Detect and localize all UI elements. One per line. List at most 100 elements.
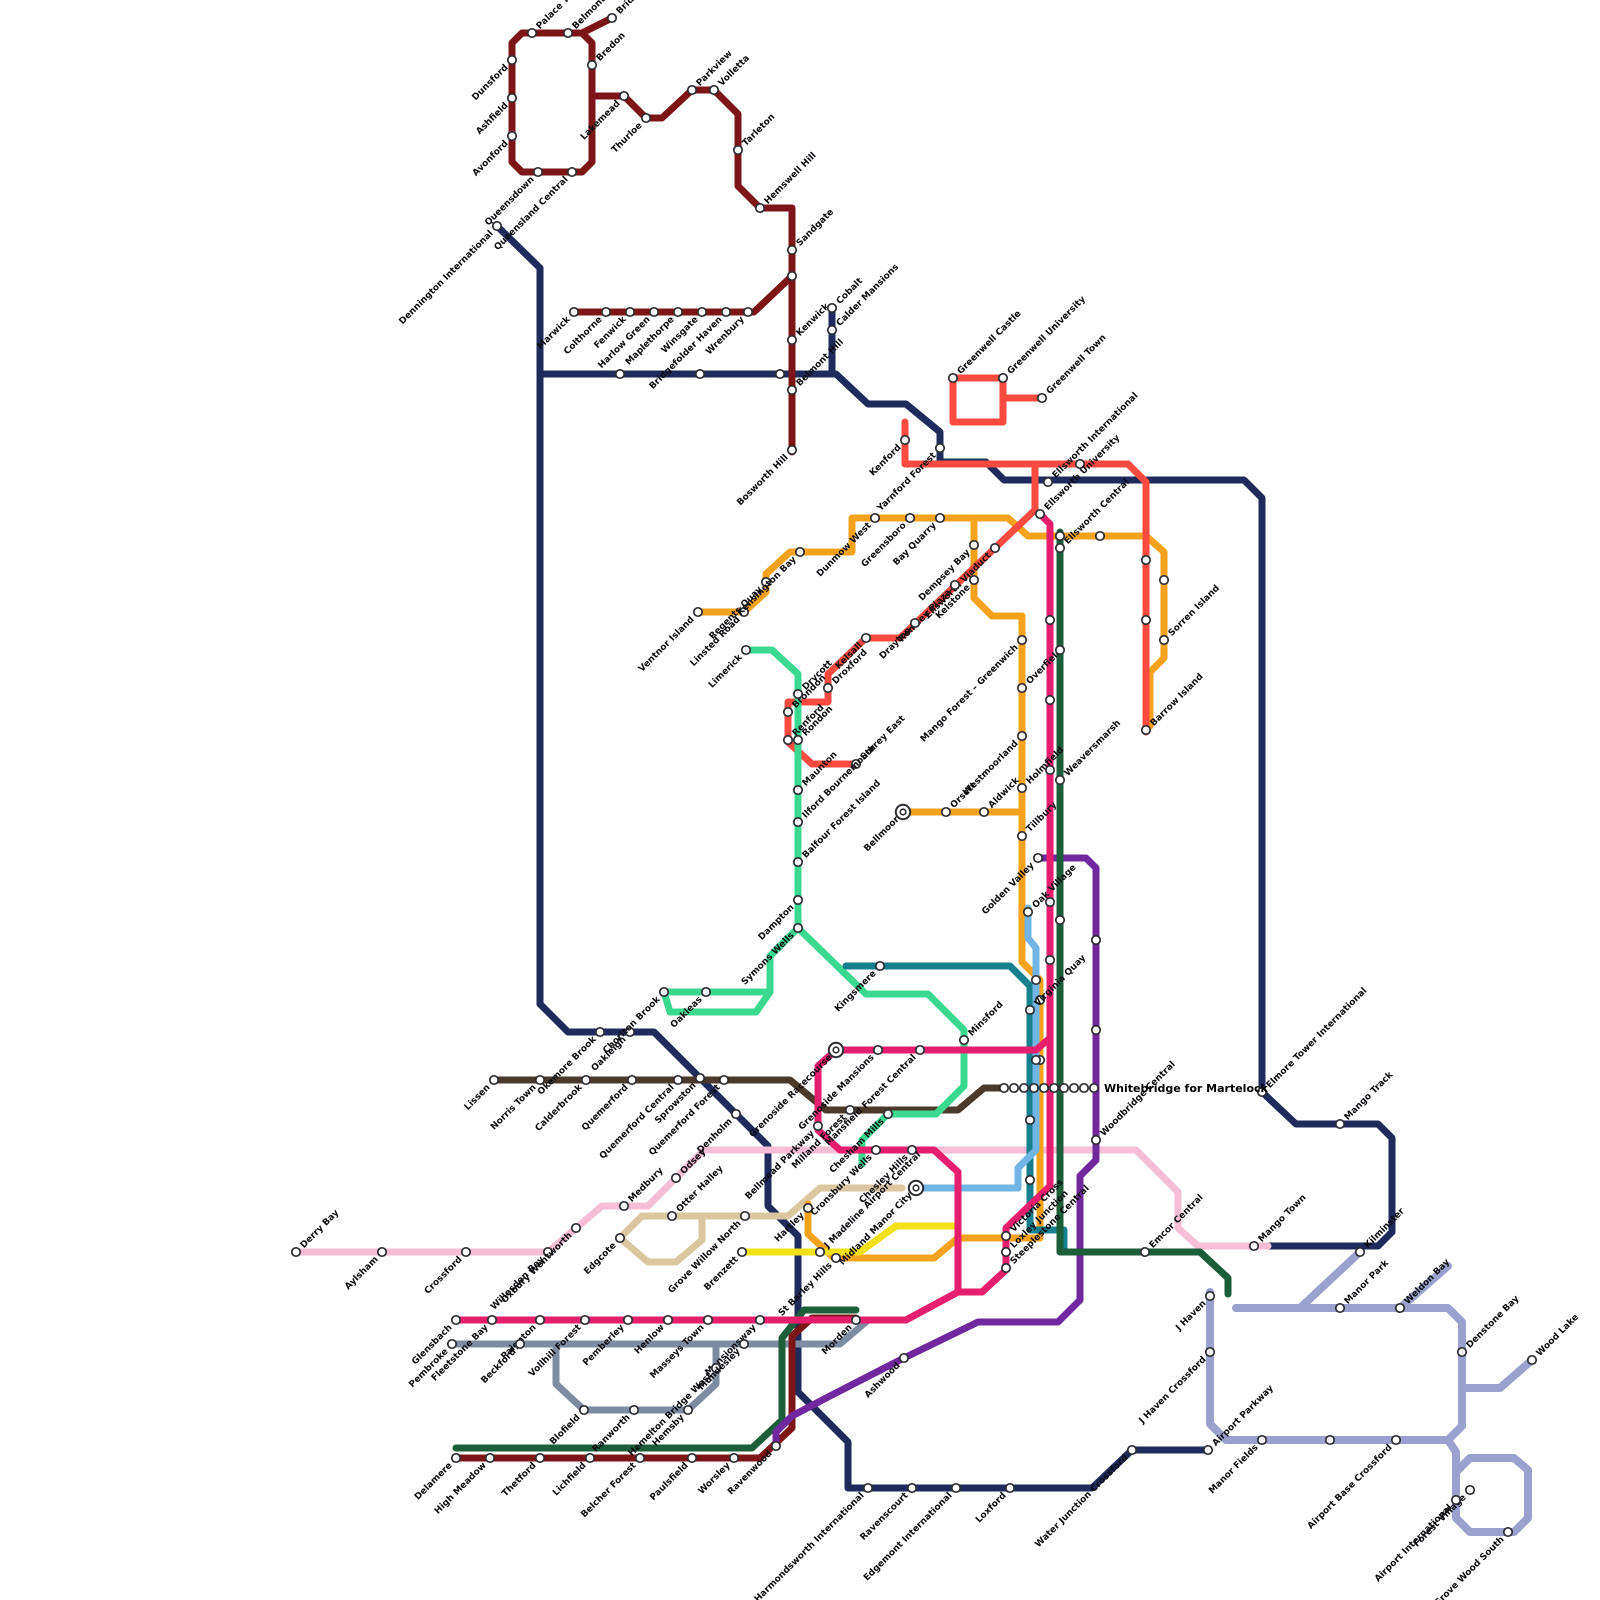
station-dot	[1390, 1434, 1402, 1446]
station: Thurloe	[610, 112, 652, 155]
station-label: Weaversmarsh	[1063, 718, 1123, 778]
station-dot	[1456, 1346, 1468, 1358]
station-dot	[1044, 954, 1056, 966]
station-dot	[1090, 1134, 1102, 1146]
station-dot	[1044, 764, 1056, 776]
line-lavender-woodlake	[1458, 1356, 1536, 1392]
station-dot	[1016, 782, 1028, 794]
line-maroon-spur	[578, 14, 616, 37]
station-label: Kenwick	[795, 301, 833, 339]
station-label: Minsford	[967, 1000, 1006, 1039]
station	[1054, 914, 1066, 926]
station-dot	[626, 1074, 638, 1086]
line-mint-central	[794, 924, 968, 1168]
station	[1028, 1082, 1040, 1094]
station-dot	[792, 922, 804, 934]
station	[1074, 458, 1086, 470]
station-label: Oxbury Wentworth	[500, 1231, 575, 1306]
station-dot	[584, 1452, 596, 1464]
line-purple-main	[772, 854, 1100, 1450]
station: High Meadow	[433, 1452, 496, 1516]
station-dot	[1044, 614, 1056, 626]
line-orange-main	[694, 514, 1168, 730]
station-dot	[1256, 1086, 1268, 1098]
line-maroon-branch	[570, 272, 796, 316]
line-teal-main	[842, 962, 1068, 1256]
station	[1058, 1082, 1070, 1094]
station-dot	[850, 1314, 862, 1326]
station: Water Junction Crossford	[1034, 1444, 1138, 1550]
station: Woodbridge Central	[1090, 1060, 1178, 1146]
station-dot	[450, 1314, 462, 1326]
station: Harmondsworth International	[753, 1482, 874, 1600]
station-dot	[786, 244, 798, 256]
station-dot	[506, 92, 518, 104]
station-dot	[904, 512, 916, 524]
station-dot	[1024, 1004, 1036, 1016]
station-inner-ring	[832, 1046, 840, 1054]
line-lavender-airport	[1444, 1436, 1532, 1536]
station: Quemerford Central	[598, 1074, 684, 1161]
station-dot	[1008, 1082, 1020, 1094]
station-label: Odsey	[679, 1147, 708, 1176]
station-dot	[742, 306, 754, 318]
station: Blofield	[548, 1404, 590, 1447]
station-dot	[786, 384, 798, 396]
station-dot	[997, 372, 1009, 384]
station-label: Grove Wood South	[1433, 1535, 1507, 1600]
station-dot	[738, 606, 750, 618]
station: Golden Valley	[980, 852, 1044, 917]
station: Elmore Tower International	[1256, 986, 1369, 1098]
station: Hemswell Hill	[754, 151, 819, 214]
station-dot	[506, 130, 518, 142]
station	[694, 368, 706, 380]
station-dot	[710, 1362, 722, 1374]
station: Minsford	[958, 1000, 1006, 1046]
station-dot	[694, 368, 706, 380]
station-dot	[814, 1246, 826, 1258]
station-label: Edgemont International	[862, 1491, 954, 1583]
station-label: Ashfield	[474, 101, 510, 137]
station-label: Ventnor Island	[637, 615, 697, 675]
station: Denstone Bay	[1456, 1294, 1521, 1358]
station-dot	[624, 306, 636, 318]
station-label: Airport International	[1373, 1503, 1454, 1584]
station-dot	[1022, 906, 1034, 918]
station	[1090, 934, 1102, 946]
station: Chorlton Brook	[601, 986, 670, 1056]
station-dot	[1140, 614, 1152, 626]
station-dot	[1090, 934, 1102, 946]
station-dot	[606, 12, 618, 24]
station-dot	[740, 644, 752, 656]
station-dot	[1204, 1290, 1216, 1302]
station-dot	[1074, 458, 1086, 470]
station	[1324, 1434, 1336, 1446]
station-dot	[754, 202, 766, 214]
station-dot	[488, 1074, 500, 1086]
station-label: Belmont Hill	[795, 337, 846, 388]
station-dot	[906, 1144, 918, 1156]
station-dot	[739, 1210, 751, 1222]
station-dot	[830, 1252, 842, 1264]
station-dot	[672, 306, 684, 318]
line-lavender-kilminster	[1296, 1248, 1364, 1312]
station-dot	[1394, 1302, 1406, 1314]
station-dot	[526, 27, 538, 39]
station-dot	[1054, 914, 1066, 926]
station: Dunmow West	[815, 512, 881, 579]
station-dot	[290, 1246, 302, 1258]
station-dot	[1334, 1118, 1346, 1130]
station-dot	[1054, 774, 1066, 786]
station-dot	[934, 442, 946, 454]
station-label: Dennington International	[398, 229, 496, 327]
station	[1008, 1082, 1020, 1094]
station-dot	[794, 546, 806, 558]
station-dot	[1024, 1114, 1036, 1126]
station-inner-ring	[912, 1184, 920, 1192]
station-dot	[760, 576, 772, 588]
station-label: Kilminster	[1363, 1206, 1407, 1250]
line-red-loop	[949, 374, 1007, 426]
station-label: Tarleton	[741, 112, 777, 148]
